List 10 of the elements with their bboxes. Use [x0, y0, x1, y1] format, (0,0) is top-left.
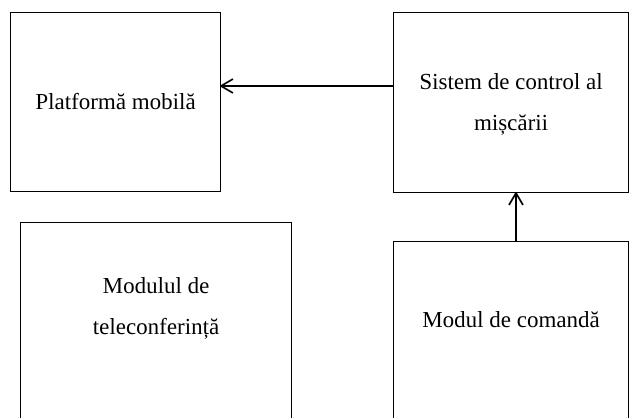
box-label: Platformă mobilă [35, 88, 196, 116]
arrow [220, 78, 393, 94]
box-label: Modulul de teleconferință [92, 272, 220, 341]
arrow [508, 192, 524, 241]
process-box [10, 12, 221, 192]
box-label: Sistem de control al mișcării [418, 68, 604, 137]
process-box [393, 241, 629, 418]
process-box [20, 222, 292, 418]
process-box [393, 12, 629, 193]
box-label: Modul de comandă [422, 306, 600, 334]
